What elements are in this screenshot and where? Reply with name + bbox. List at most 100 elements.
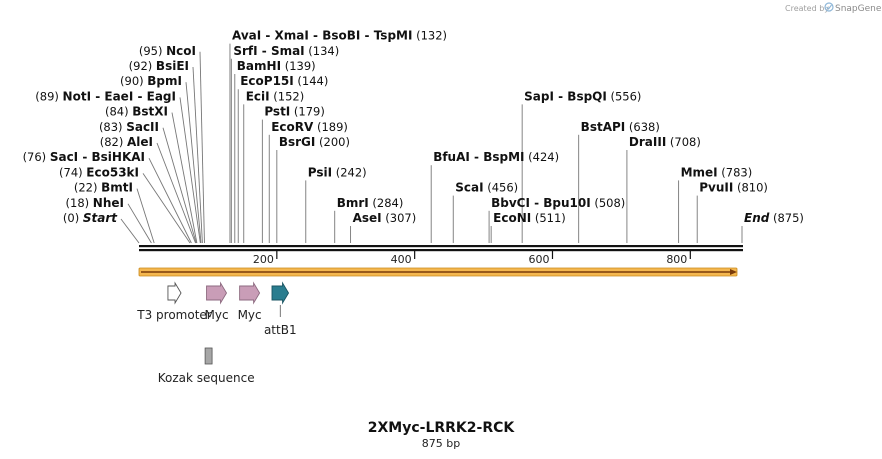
enzyme-site-ncoi[interactable]: (95) NcoI <box>139 44 196 58</box>
enzyme-name: NcoI <box>166 44 196 58</box>
feature-attb1[interactable]: attB1 <box>264 281 297 337</box>
enzyme-label: (82) AleI <box>100 135 153 149</box>
feature-kozak-sequence[interactable]: Kozak sequence <box>158 347 255 385</box>
enzyme-label: PstI (179) <box>264 105 325 119</box>
dna-backbone <box>139 245 743 252</box>
enzyme-name: BsiEI <box>156 59 189 73</box>
feature-label: attB1 <box>264 323 297 337</box>
feature-label: Myc <box>204 308 228 322</box>
enzyme-label: MmeI (783) <box>681 165 753 179</box>
enzyme-label: EcoP15I (144) <box>240 74 328 88</box>
enzyme-label: ScaI (456) <box>455 181 518 195</box>
enzyme-site-avai[interactable]: AvaI - XmaI - BsoBI - TspMI (132) <box>232 29 447 43</box>
enzyme-site-asei[interactable]: AseI (307) <box>353 211 417 225</box>
enzyme-name: XmaI <box>275 29 309 43</box>
enzyme-position: (82) <box>100 135 127 149</box>
enzyme-labels: (0) Start(18) NheI(22) BmtI(74) Eco53kI(… <box>23 29 804 225</box>
enzyme-label: (95) NcoI <box>139 44 196 58</box>
cut-line <box>142 173 191 244</box>
enzyme-site-psti[interactable]: PstI (179) <box>264 105 325 119</box>
enzyme-label: (84) BstXI <box>105 105 168 119</box>
enzyme-site-alei[interactable]: (82) AleI <box>100 135 153 149</box>
enzyme-name: BpmI <box>147 74 182 88</box>
enzyme-position: (90) <box>120 74 147 88</box>
enzyme-site-bamhi[interactable]: BamHI (139) <box>237 59 316 73</box>
enzyme-label: SapI - BspQI (556) <box>524 89 641 103</box>
enzyme-site-psii[interactable]: PsiI (242) <box>308 165 367 179</box>
enzyme-position: (83) <box>99 120 126 134</box>
enzyme-site-mmei[interactable]: MmeI (783) <box>681 165 753 179</box>
enzyme-site-bstapi[interactable]: BstAPI (638) <box>581 120 660 134</box>
enzyme-site-end[interactable]: End (875) <box>744 211 804 225</box>
enzyme-site-bmri[interactable]: BmrI (284) <box>337 196 404 210</box>
cut-line <box>148 157 192 244</box>
enzyme-site-nhei[interactable]: (18) NheI <box>66 196 124 210</box>
enzyme-name: BstXI <box>132 105 168 119</box>
cut-line <box>171 112 198 244</box>
enzyme-name: PsiI <box>308 165 332 179</box>
enzyme-position: (132) <box>412 29 447 43</box>
enzyme-site-bsiei[interactable]: (92) BsiEI <box>129 59 189 73</box>
enzyme-separator: - <box>78 150 91 164</box>
cut-line <box>179 97 201 244</box>
enzyme-site-noti[interactable]: (89) NotI - EaeI - EagI <box>35 89 176 103</box>
enzyme-label: (74) Eco53kI <box>59 165 139 179</box>
enzyme-name: TspMI <box>374 29 413 43</box>
enzyme-name: PstI <box>264 105 290 119</box>
enzyme-name: AseI <box>353 211 382 225</box>
enzyme-name: BsrGI <box>279 135 316 149</box>
enzyme-site-eco53ki[interactable]: (74) Eco53kI <box>59 165 139 179</box>
enzyme-site-bfuai[interactable]: BfuAI - BspMI (424) <box>433 150 559 164</box>
enzyme-position: (783) <box>718 165 753 179</box>
enzyme-site-srfi[interactable]: SrfI - SmaI (134) <box>233 44 339 58</box>
enzyme-name: NotI <box>63 89 92 103</box>
enzyme-site-econi[interactable]: EcoNI (511) <box>493 211 566 225</box>
enzyme-site-scai[interactable]: ScaI (456) <box>455 181 518 195</box>
enzyme-site-sacii[interactable]: (83) SacII <box>99 120 159 134</box>
enzyme-site-bpmi[interactable]: (90) BpmI <box>120 74 182 88</box>
feature-myc[interactable]: Myc <box>204 281 229 322</box>
enzyme-position: (424) <box>525 150 560 164</box>
enzyme-name: BspMI <box>483 150 524 164</box>
enzyme-name: AvaI <box>232 29 261 43</box>
enzyme-site-bstxi[interactable]: (84) BstXI <box>105 105 168 119</box>
enzyme-site-ecii[interactable]: EciI (152) <box>246 89 304 103</box>
credit: Created by SnapGene <box>785 2 882 14</box>
enzyme-site-ecop15i[interactable]: EcoP15I (144) <box>240 74 328 88</box>
enzyme-position: (284) <box>369 196 404 210</box>
enzyme-label: BmrI (284) <box>337 196 404 210</box>
enzyme-site-pvuii[interactable]: PvuII (810) <box>699 181 768 195</box>
enzyme-position: (179) <box>290 105 325 119</box>
enzyme-position: (92) <box>129 59 156 73</box>
axis-tick-label: 400 <box>391 253 412 266</box>
enzyme-separator: - <box>309 29 322 43</box>
enzyme-label: BbvCI - Bpu10I (508) <box>491 196 625 210</box>
enzyme-label: PvuII (810) <box>699 181 768 195</box>
enzyme-name: DraIII <box>629 135 666 149</box>
enzyme-label: DraIII (708) <box>629 135 701 149</box>
feature-t3-promoter[interactable]: T3 promoter <box>136 281 212 322</box>
enzyme-site-start[interactable]: (0) Start <box>63 211 118 225</box>
enzyme-site-bsrgi[interactable]: BsrGI (200) <box>279 135 350 149</box>
enzyme-label: EcoRV (189) <box>271 120 348 134</box>
enzyme-label: EcoNI (511) <box>493 211 566 225</box>
sequence-length: 875 bp <box>422 437 460 450</box>
enzyme-position: (134) <box>305 44 340 58</box>
feature-myc[interactable]: Myc <box>238 281 262 322</box>
enzyme-site-saci[interactable]: (76) SacI - BsiHKAI <box>23 150 145 164</box>
enzyme-site-ecorv[interactable]: EcoRV (189) <box>271 120 348 134</box>
enzyme-name: BbvCI <box>491 196 530 210</box>
enzyme-name: NheI <box>93 196 124 210</box>
enzyme-site-draiii[interactable]: DraIII (708) <box>629 135 701 149</box>
cut-line <box>185 82 202 244</box>
enzyme-site-bmti[interactable]: (22) BmtI <box>74 181 133 195</box>
enzyme-position: (708) <box>666 135 701 149</box>
enzyme-name: EciI <box>246 89 270 103</box>
enzyme-site-bbvci[interactable]: BbvCI - Bpu10I (508) <box>491 196 625 210</box>
enzyme-position: (242) <box>332 165 367 179</box>
axis-tick-label: 800 <box>666 253 687 266</box>
enzyme-site-sapi[interactable]: SapI - BspQI (556) <box>524 89 641 103</box>
